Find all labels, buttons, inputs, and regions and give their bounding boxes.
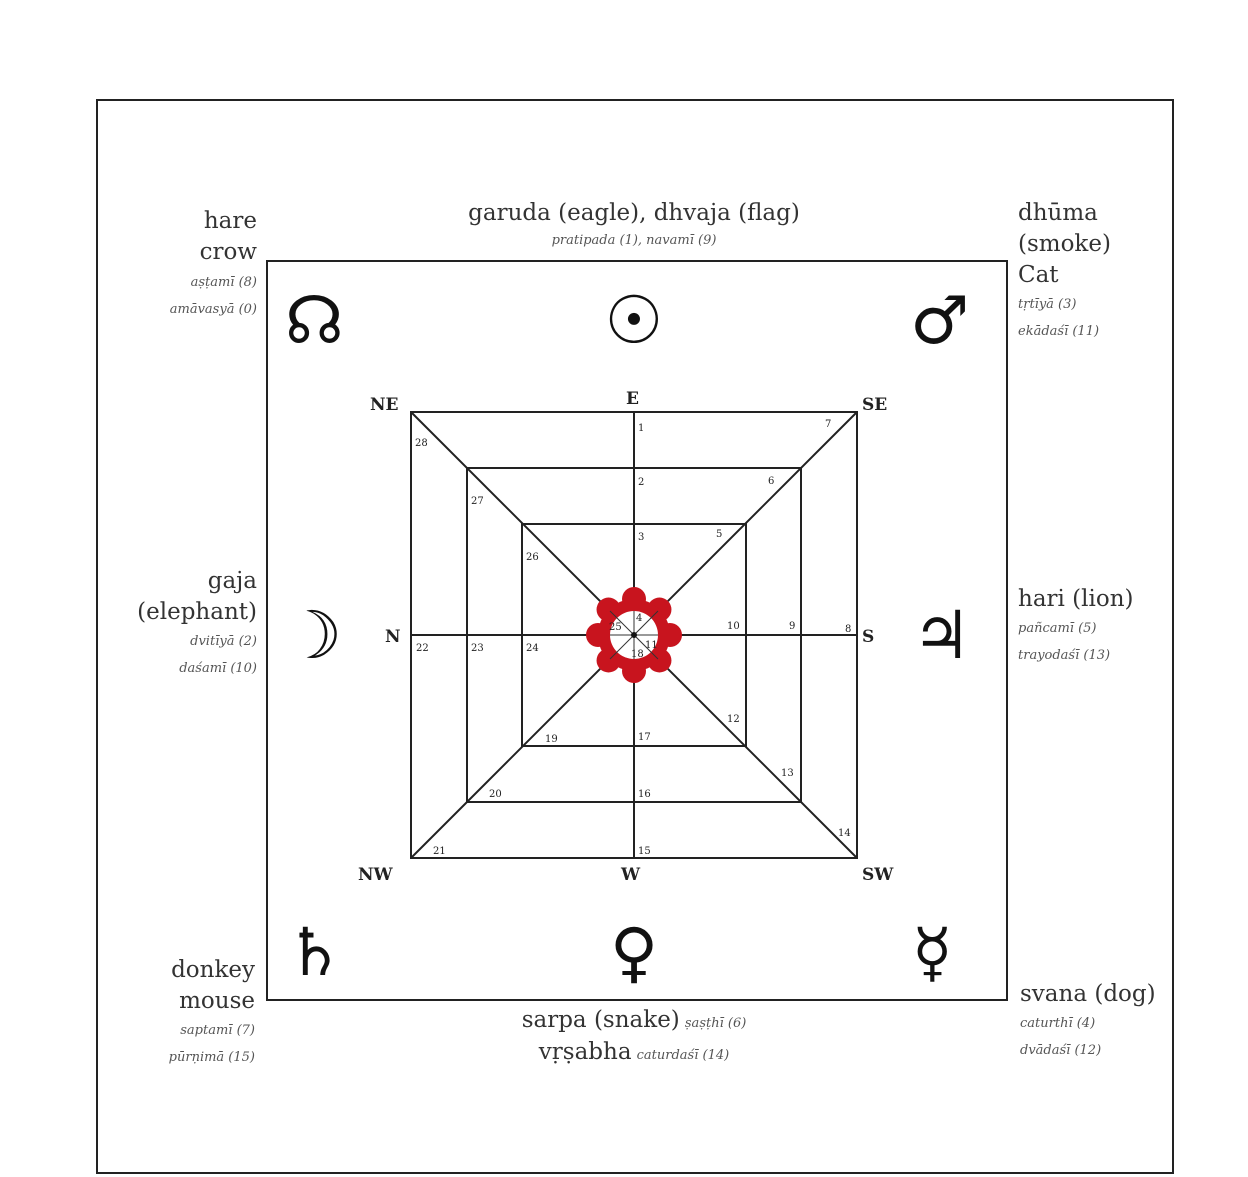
grid-number: 3: [638, 532, 644, 543]
rahu-node-icon: ☊: [285, 282, 344, 359]
label-top: garuda (eagle), dhvaja (flag) pratipada …: [468, 200, 800, 248]
grid-number: 20: [489, 789, 502, 800]
label-tithi: caturthī (4): [1020, 1016, 1095, 1031]
grid-number: 19: [545, 734, 558, 745]
grid-number: 27: [471, 496, 484, 507]
label-bottom-left: donkey mouse saptamī (7) pūrṇimā (15): [169, 957, 255, 1065]
mars-icon: ♂: [910, 282, 969, 359]
grid-number: 6: [768, 476, 774, 487]
label-tithi: caturdaśī (14): [637, 1048, 730, 1063]
grid-number: 17: [638, 732, 651, 743]
grid-number: 18: [631, 649, 644, 660]
label-text: sarpa (snake): [522, 1007, 680, 1033]
label-text: donkey: [171, 957, 255, 983]
venus-icon: ♀: [610, 914, 658, 991]
label-tithi: pūrṇimā (15): [169, 1050, 255, 1065]
grid-number: 13: [781, 768, 794, 779]
label-top-left: hare crow aṣṭamī (8) amāvasyā (0): [170, 208, 258, 317]
direction-n: N: [385, 627, 401, 647]
label-bottom: sarpa (snake) ṣaṣṭhī (6) vṛṣabha caturda…: [522, 1007, 747, 1065]
label-tithi: amāvasyā (0): [170, 302, 257, 317]
direction-s: S: [862, 627, 874, 647]
label-left: gaja (elephant) dvitīyā (2) daśamī (10): [137, 568, 257, 676]
grid-number: 5: [716, 529, 722, 540]
grid-number: 7: [825, 419, 831, 430]
label-top-name: garuda (eagle), dhvaja (flag): [468, 200, 800, 226]
outer-frame: [96, 99, 1174, 1174]
label-tithi: pañcamī (5): [1018, 621, 1097, 636]
grid-number: 9: [789, 621, 795, 632]
direction-se: SE: [862, 395, 887, 415]
label-text: (elephant): [137, 599, 257, 625]
grid-number: 26: [526, 552, 539, 563]
label-tithi: daśamī (10): [179, 661, 257, 676]
grid-number: 16: [638, 789, 651, 800]
grid-number: 2: [638, 477, 644, 488]
jupiter-icon: ♃: [912, 597, 971, 674]
grid-number: 23: [471, 643, 484, 654]
label-text: (smoke): [1018, 231, 1111, 257]
lotus-center: [586, 587, 682, 683]
label-text: svana (dog): [1020, 981, 1156, 1007]
label-bottom-line2: vṛṣabha caturdaśī (14): [538, 1039, 729, 1065]
grid-number: 10: [727, 621, 740, 632]
label-tithi: saptamī (7): [180, 1023, 255, 1038]
label-text: Cat: [1018, 262, 1059, 288]
label-tithi: dvitīyā (2): [190, 634, 257, 649]
grid-number: 24: [526, 643, 539, 654]
label-text: hare: [204, 208, 257, 234]
label-text: crow: [200, 239, 258, 265]
label-tithi: ṣaṣṭhī (6): [685, 1016, 746, 1031]
center-dot: [631, 632, 637, 638]
label-bottom-line1: sarpa (snake) ṣaṣṭhī (6): [522, 1007, 747, 1033]
grid-number: 8: [845, 624, 851, 635]
mercury-icon: ☿: [912, 914, 953, 991]
grid-number: 4: [636, 613, 642, 624]
label-top-tithi: pratipada (1), navamī (9): [552, 233, 717, 248]
label-tithi: trayodaśī (13): [1018, 648, 1110, 663]
label-text: dhūma: [1018, 200, 1098, 226]
grid-number: 14: [838, 828, 851, 839]
label-text: mouse: [179, 988, 255, 1014]
grid-number: 15: [638, 846, 651, 857]
sun-icon: ☉: [604, 282, 663, 359]
label-right: hari (lion) pañcamī (5) trayodaśī (13): [1018, 586, 1134, 663]
label-text: vṛṣabha: [538, 1039, 632, 1065]
label-tithi: dvādaśī (12): [1020, 1043, 1101, 1058]
label-text: hari (lion): [1018, 586, 1134, 612]
grid-number: 12: [727, 714, 740, 725]
grid-number: 22: [416, 643, 429, 654]
saturn-icon: ♄: [285, 914, 344, 991]
label-text: gaja: [208, 568, 258, 594]
label-tithi: tṛtīyā (3): [1018, 297, 1076, 312]
grid-number: 21: [433, 846, 446, 857]
label-top-right: dhūma (smoke) Cat tṛtīyā (3) ekādaśī (11…: [1018, 200, 1111, 339]
label-bottom-right: svana (dog) caturthī (4) dvādaśī (12): [1020, 981, 1156, 1058]
label-tithi: aṣṭamī (8): [191, 275, 257, 290]
symbol-square: [266, 260, 1008, 1001]
direction-sw: SW: [862, 865, 894, 885]
grid-number: 28: [415, 438, 428, 449]
grid-number: 11: [645, 640, 658, 651]
direction-nw: NW: [358, 865, 394, 885]
label-tithi: ekādaśī (11): [1018, 324, 1099, 339]
grid-number: 25: [609, 622, 622, 633]
direction-w: W: [620, 865, 641, 885]
grid-number: 1: [638, 423, 644, 434]
direction-ne: NE: [370, 395, 399, 415]
direction-e: E: [626, 389, 639, 409]
moon-icon: ☽: [283, 597, 342, 674]
